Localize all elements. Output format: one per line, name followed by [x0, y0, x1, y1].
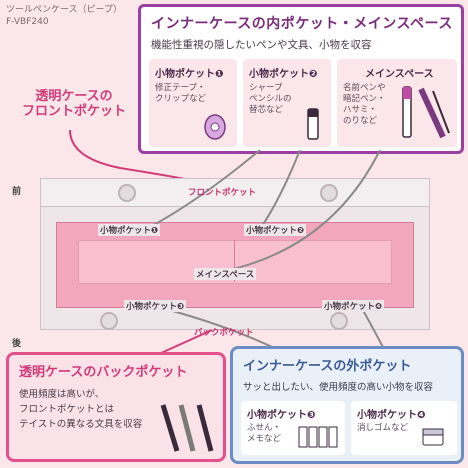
grommet-front-left — [118, 184, 136, 202]
callout-pocket-2: 小物ポケット❷ — [244, 224, 307, 236]
pens-icon — [402, 86, 450, 139]
front-pocket-label: 透明ケースの フロントポケット — [22, 89, 127, 119]
outer-pocket-title: インナーケースの外ポケット — [243, 359, 412, 374]
tray-divider — [234, 240, 235, 282]
outer-pocket-3-label: 小物ポケット❸ — [247, 410, 316, 421]
inner-pocket-2-label: 小物ポケット❷ — [249, 69, 318, 80]
outer-pocket-4-card: 小物ポケット❹ 消しゴムなど — [351, 401, 457, 455]
inner-case-title: インナーケースの内ポケット・メインスペース — [151, 16, 453, 32]
inner-pocket-2-desc: シャープ ペンシルの 替芯など — [249, 83, 292, 116]
callout-front-pocket: フロントポケット — [188, 188, 257, 198]
callout-back-pocket: バックポケット — [194, 328, 254, 338]
callout-pocket-4: 小物ポケット❹ — [322, 300, 385, 312]
back-pocket-title: 透明ケースのバックポケット — [19, 365, 188, 380]
lead-refill-icon — [307, 108, 319, 140]
inner-pocket-1-label: 小物ポケット❶ — [155, 69, 224, 80]
front-side-mark: 前 — [12, 187, 22, 197]
callout-pocket-1: 小物ポケット❶ — [98, 224, 161, 236]
inner-case-subtitle: 機能性重視の隠したいペンや文具、小物を収容 — [151, 39, 372, 51]
main-space-desc: 名前ペンや 暗記ペン・ ハサミ・ のりなど — [343, 83, 386, 127]
outer-pocket-4-label: 小物ポケット❹ — [357, 410, 426, 421]
outer-pocket-3-desc: ふせん・ メモなど — [247, 423, 282, 445]
outer-pocket-4-desc: 消しゴムなど — [357, 423, 409, 433]
grommet-back-right — [330, 312, 348, 330]
front-pocket-arrow — [69, 129, 191, 181]
product-name: ツールペンケース（ピープ） — [6, 5, 123, 15]
outer-pocket-subtitle: サッと出したい、使用頻度の高い小物を収容 — [243, 382, 434, 393]
callout-main-space: メインスペース — [194, 268, 257, 280]
grommet-back-left — [100, 312, 118, 330]
grommet-front-right — [320, 184, 338, 202]
inner-pocket-1-card: 小物ポケット❶ 修正テープ・ クリップなど — [149, 59, 237, 147]
correction-tape-icon — [204, 114, 226, 140]
sticky-notes-icon — [298, 426, 338, 448]
outer-pocket-3-card: 小物ポケット❸ ふせん・ メモなど — [241, 401, 345, 455]
eraser-icon — [422, 428, 444, 446]
pens-icon — [160, 404, 214, 452]
main-space-card: メインスペース 名前ペンや 暗記ペン・ ハサミ・ のりなど — [337, 59, 457, 147]
inner-pocket-2-card: 小物ポケット❷ シャープ ペンシルの 替芯など — [243, 59, 331, 147]
inner-case-panel: インナーケースの内ポケット・メインスペース 機能性重視の隠したいペンや文具、小物… — [138, 4, 464, 154]
inner-pocket-1-desc: 修正テープ・ クリップなど — [155, 83, 207, 105]
back-side-mark: 後 — [12, 339, 22, 349]
callout-pocket-3: 小物ポケット❸ — [124, 300, 187, 312]
outer-pocket-panel: インナーケースの外ポケット サッと出したい、使用頻度の高い小物を収容 小物ポケッ… — [230, 346, 464, 464]
back-pocket-panel: 透明ケースのバックポケット 使用頻度は高いが、 フロントポケットとは テイストの… — [6, 352, 226, 462]
main-space-label: メインスペース — [365, 69, 434, 80]
product-code: F-VBF240 — [6, 17, 49, 27]
back-pocket-desc: 使用頻度は高いが、 フロントポケットとは テイストの異なる文具を収容 — [19, 389, 143, 431]
